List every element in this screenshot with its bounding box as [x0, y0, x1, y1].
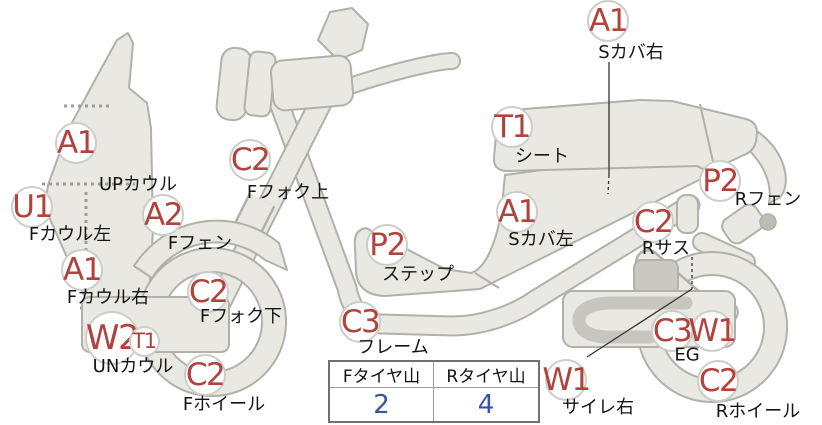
exhaust-pipe — [572, 296, 693, 344]
front-tire-value: 2 — [330, 388, 434, 421]
front-tire-header: Fタイヤ山 — [330, 362, 434, 388]
part-label-Sカバ右: Sカバ右 — [598, 42, 664, 63]
grade-badge-Fフェン: A2 — [142, 194, 184, 236]
grade-badge-Fフォク下: C2 — [187, 271, 229, 313]
handlebar — [215, 7, 461, 122]
body-step — [353, 147, 720, 297]
grade-badge-sub-T1: T1 — [128, 325, 160, 357]
grade-badge-Fカウル左: U1 — [11, 186, 53, 228]
part-label-フレーム: フレーム — [357, 337, 429, 358]
handlebar-cover — [269, 54, 355, 112]
part-label-Fフェン: Fフェン — [167, 233, 233, 254]
part-label-Rホイール: Rホイール — [715, 401, 801, 422]
rear-tire-header: Rタイヤ山 — [434, 362, 538, 388]
front-fork — [202, 92, 332, 326]
rear-tire-value: 4 — [477, 389, 495, 420]
grade-badge-EG: C3 — [651, 310, 693, 352]
grade-badge-サイレ右: W1 — [542, 359, 591, 401]
grade-badge-UPカウル: A1 — [55, 122, 97, 164]
grade-badge-Rフェン: P2 — [699, 160, 741, 202]
part-label-サイレ右: サイレ右 — [562, 397, 634, 418]
grade-badge-Fフォク上: C2 — [229, 139, 271, 181]
part-label-UPカウル: UPカウル — [98, 174, 178, 195]
grade-badge-Fカウル右: A1 — [61, 249, 103, 291]
grade-badge-フレーム: C3 — [339, 301, 381, 343]
grade-badge-Rサス: C2 — [632, 201, 674, 243]
part-label-Sカバ左: Sカバ左 — [508, 229, 574, 250]
part-label-Rサス: Rサス — [641, 238, 691, 259]
part-label-Fホイール: Fホイール — [182, 394, 266, 415]
tire-tread-table: Fタイヤ山 Rタイヤ山 2 4 — [328, 360, 540, 423]
engine-block — [633, 259, 679, 295]
part-label-UNカウル: UNカウル — [92, 356, 174, 377]
part-label-Fフォク下: Fフォク下 — [199, 306, 283, 327]
grade-badge-W1: W1 — [688, 310, 737, 352]
part-label-Fカウル左: Fカウル左 — [28, 224, 112, 245]
part-label-EG: EG — [674, 344, 700, 366]
part-label-ステップ: ステップ — [382, 264, 454, 285]
part-label-Rフェン: Rフェン — [734, 189, 802, 210]
grade-badge-Rホイール: C2 — [697, 360, 739, 402]
leader-lines — [586, 62, 693, 358]
grade-badge-Sカバ右: A1 — [587, 0, 629, 42]
grade-badge-ステップ: P2 — [366, 224, 408, 266]
grade-badge-Sカバ左: A1 — [496, 191, 538, 233]
part-label-Fフォク上: Fフォク上 — [246, 182, 330, 203]
part-label-シート: シート — [515, 146, 569, 167]
part-label-Fカウル右: Fカウル右 — [66, 287, 150, 308]
mirror — [317, 7, 369, 61]
grade-badge-Fホイール: C2 — [184, 354, 226, 396]
grade-badge-シート: T1 — [491, 106, 533, 148]
